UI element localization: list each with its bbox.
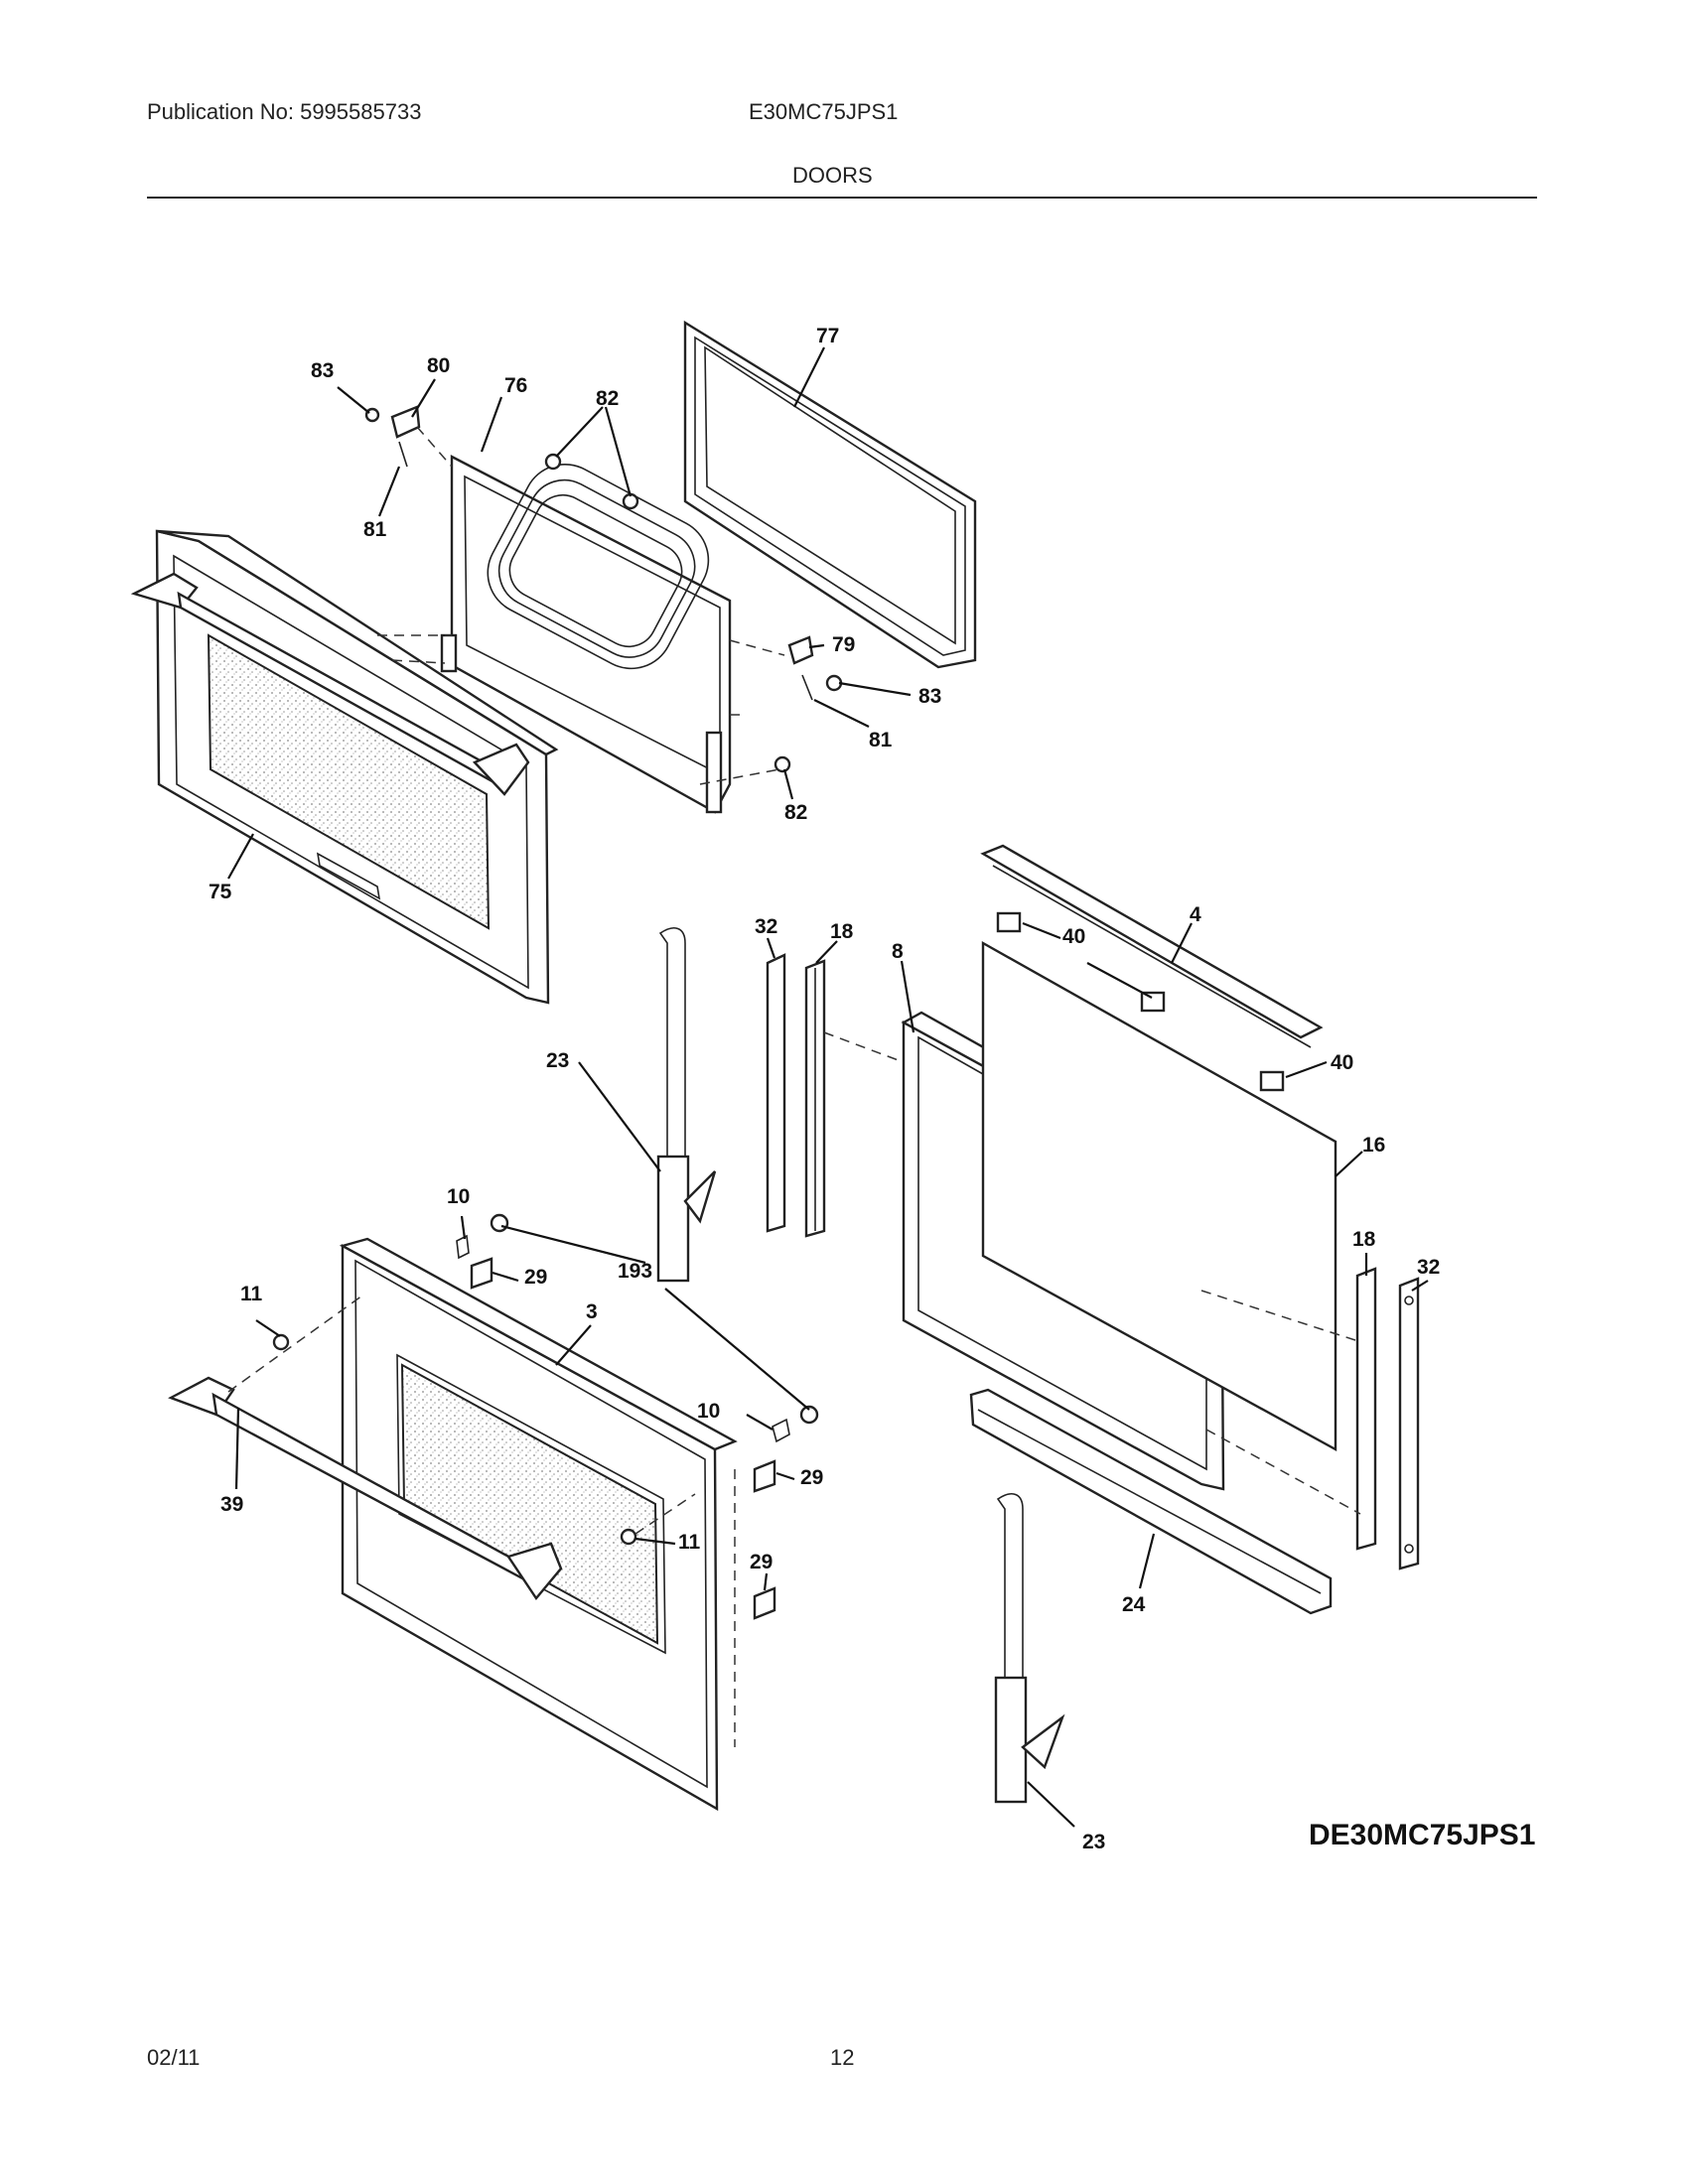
header-rule — [147, 197, 1537, 199]
callout-32: 32 — [755, 915, 777, 938]
callout-81: 81 — [363, 518, 387, 541]
callout-75: 75 — [209, 881, 232, 903]
bottom-channel — [969, 1388, 1333, 1615]
callout-29: 29 — [750, 1551, 773, 1573]
upper-door-panel — [130, 529, 559, 1005]
callout-82: 82 — [784, 801, 807, 824]
callout-4: 4 — [1190, 903, 1201, 926]
callout-81: 81 — [869, 729, 893, 751]
callout-39: 39 — [220, 1493, 243, 1516]
callout-82: 82 — [596, 387, 619, 410]
callout-18: 18 — [1352, 1228, 1376, 1251]
glass-panel — [981, 940, 1337, 1452]
callout-29: 29 — [524, 1266, 547, 1289]
callout-3: 3 — [586, 1300, 598, 1323]
upper-door-liner — [440, 455, 732, 814]
page-number: 12 — [830, 2045, 855, 2070]
callout-80: 80 — [427, 354, 450, 377]
model-number: E30MC75JPS1 — [749, 99, 899, 124]
callout-83: 83 — [311, 359, 334, 382]
callout-83: 83 — [918, 685, 941, 708]
callout-40: 40 — [1331, 1051, 1353, 1074]
callout-32: 32 — [1417, 1256, 1440, 1279]
lower-hinge-lower — [994, 1493, 1065, 1804]
callout-11: 11 — [240, 1283, 263, 1305]
callout-10: 10 — [447, 1185, 470, 1208]
callouts: 83 80 76 82 77 81 79 83 81 82 75 32 18 8… — [209, 325, 1535, 1853]
callout-18: 18 — [830, 920, 854, 943]
section-title: DOORS — [792, 163, 873, 188]
callout-23: 23 — [546, 1049, 569, 1072]
upper-door-frame — [683, 320, 977, 669]
callout-77: 77 — [816, 325, 839, 347]
callout-11: 11 — [678, 1531, 701, 1554]
callout-193: 193 — [618, 1260, 652, 1283]
callout-23: 23 — [1082, 1831, 1105, 1853]
lower-door-panel — [168, 1237, 738, 1812]
callout-79: 79 — [832, 633, 855, 656]
leader-lines — [227, 346, 1429, 1828]
top-bracket — [980, 844, 1324, 1092]
lower-hinge-upper — [656, 927, 717, 1283]
callout-76: 76 — [504, 374, 527, 397]
callout-29: 29 — [800, 1466, 823, 1489]
upper-hinge-hardware — [364, 405, 843, 773]
footer-date: 02/11 — [147, 2045, 201, 2070]
callout-24: 24 — [1122, 1593, 1146, 1616]
callout-40: 40 — [1062, 925, 1085, 948]
lower-door-hardware — [272, 1213, 819, 1620]
callout-8: 8 — [892, 940, 904, 963]
callout-16: 16 — [1362, 1134, 1385, 1157]
publication-number: Publication No: 5995585733 — [147, 99, 422, 124]
side-channels-right — [1355, 1267, 1420, 1570]
side-channels-middle — [766, 953, 826, 1238]
diagram-id: DE30MC75JPS1 — [1309, 1819, 1535, 1851]
callout-10: 10 — [697, 1400, 720, 1423]
